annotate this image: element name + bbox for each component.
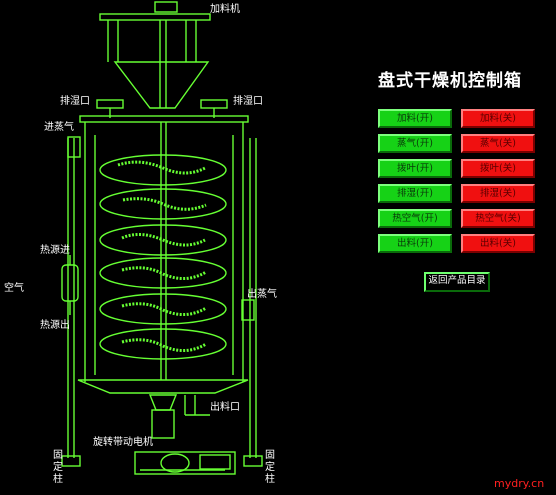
label-heat-in: 热源进	[40, 245, 70, 256]
paddle-off-button[interactable]: 拨叶(关)	[461, 159, 535, 178]
exhaust-off-button[interactable]: 排湿(关)	[461, 184, 535, 203]
label-heat-out: 热源出	[40, 320, 70, 331]
label-steam-in: 进蒸气	[44, 122, 74, 133]
label-air: 空气	[4, 283, 24, 294]
label-exhaust-left: 排湿口	[60, 96, 90, 107]
paddle-on-button[interactable]: 拨叶(开)	[378, 159, 452, 178]
label-discharge: 出料口	[210, 402, 240, 413]
steam-on-button[interactable]: 蒸气(开)	[378, 134, 452, 153]
hot-air-off-button[interactable]: 热空气(关)	[461, 209, 535, 228]
label-fixed-post-left: 固定柱	[53, 450, 63, 485]
steam-off-button[interactable]: 蒸气(关)	[461, 134, 535, 153]
label-steam-out: 出蒸气	[247, 289, 277, 300]
watermark: mydry.cn	[494, 477, 545, 490]
label-exhaust-right: 排湿口	[233, 96, 263, 107]
panel-title: 盘式干燥机控制箱	[378, 71, 522, 91]
label-fixed-post-right: 固定柱	[265, 450, 275, 485]
discharge-on-button[interactable]: 出料(开)	[378, 234, 452, 253]
exhaust-on-button[interactable]: 排湿(开)	[378, 184, 452, 203]
label-feeder: 加料机	[210, 4, 240, 15]
return-catalog-button[interactable]: 返回产品目录	[424, 272, 490, 292]
hot-air-on-button[interactable]: 热空气(开)	[378, 209, 452, 228]
label-motor: 旋转带动电机	[93, 437, 153, 448]
feed-on-button[interactable]: 加料(开)	[378, 109, 452, 128]
feed-off-button[interactable]: 加料(关)	[461, 109, 535, 128]
discharge-off-button[interactable]: 出料(关)	[461, 234, 535, 253]
